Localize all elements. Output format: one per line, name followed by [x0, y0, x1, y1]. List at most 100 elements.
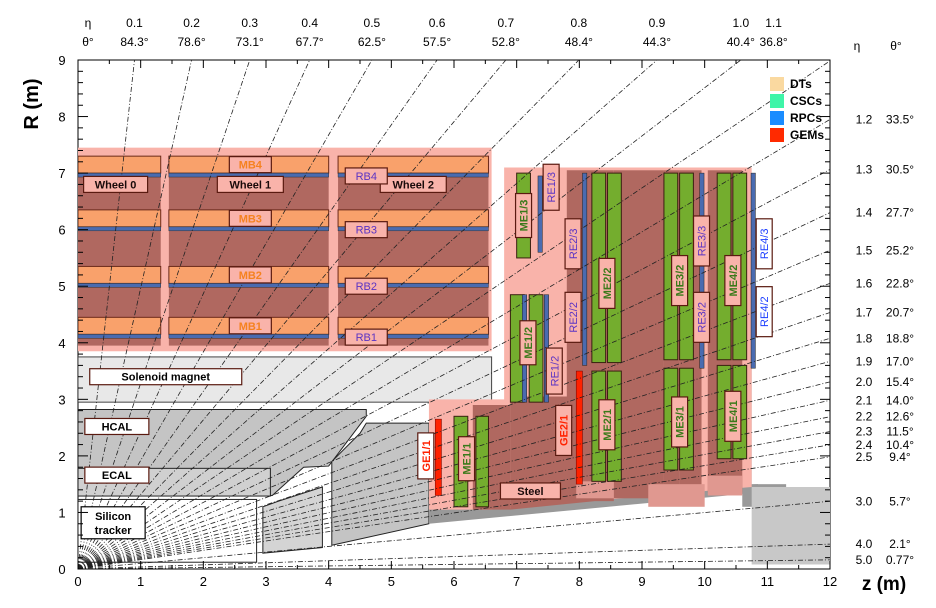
label-re-1-group: RE1/3 [542, 163, 560, 211]
label-re-5-box [692, 215, 711, 267]
x-tick-label: 1 [137, 574, 144, 589]
eta-top-value: 0.5 [364, 16, 381, 30]
theta-top-value: 84.3° [120, 35, 148, 49]
dt-chamber [78, 155, 162, 174]
barrel-steel-layer [78, 337, 161, 346]
eta-right-header: η [854, 39, 861, 53]
label-wheel-2-group: Wheel 2 [379, 175, 447, 194]
eta-line [78, 60, 438, 569]
label-me-2: ME1/3 [519, 200, 531, 232]
legend-swatch-gems [770, 128, 784, 142]
label-me-5: ME3/1 [675, 406, 687, 438]
label-rb4-group: RB4 [344, 167, 388, 185]
eta-right-value: 1.7 [856, 305, 873, 319]
theta-right-value: 27.7° [886, 206, 914, 220]
label-re-0: RE1/2 [549, 356, 561, 387]
rpc-strip [168, 283, 329, 288]
label-me-0-group: ME1/1 [457, 436, 476, 482]
eta-right-value: 2.5 [856, 450, 873, 464]
eta-line [78, 456, 830, 569]
x-tick-label: 7 [513, 574, 520, 589]
eta-right-value: 2.3 [856, 425, 873, 439]
label-re-6: RE4/2 [759, 296, 771, 327]
label-mb2-group: MB2 [228, 266, 272, 284]
x-tick-label: 6 [450, 574, 457, 589]
label-me-6-box [670, 254, 689, 307]
theta-right-value: 14.0° [886, 393, 914, 407]
legend-swatch-rpcs [770, 111, 784, 125]
legend-label-dts: DTs [790, 77, 812, 91]
eta-top-value: 0.7 [497, 16, 514, 30]
eta-right-value: 5.0 [856, 553, 873, 567]
theta-top-value: 36.8° [760, 35, 788, 49]
label-me-0: ME1/1 [462, 443, 474, 475]
rpc-strip [78, 283, 161, 288]
forward-calorimeter [751, 486, 830, 565]
x-axis-label: z (m) [862, 574, 906, 595]
theta-right-value: 33.5° [886, 112, 914, 126]
eta-line [78, 60, 580, 569]
label-mb2: MB2 [239, 270, 262, 282]
eta-line [78, 60, 251, 569]
label-ge11: GE1/1 [421, 440, 433, 471]
theta-right-value: 2.1° [889, 537, 911, 551]
y-tick-label: 2 [58, 449, 65, 464]
eta-top-value: 0.4 [301, 16, 318, 30]
label-me-4-box [598, 257, 616, 309]
label-me-2-box [514, 192, 533, 239]
label-rb4-box [344, 167, 388, 185]
eta-right-value: 1.8 [856, 331, 873, 345]
y-tick-label: 9 [58, 53, 65, 68]
rpc-strip [168, 334, 329, 339]
label-hcal-box [84, 417, 150, 436]
label-mb4: MB4 [239, 160, 263, 172]
eta-line [78, 60, 192, 569]
label-mb2-box [228, 266, 272, 284]
label-re-1-box [542, 163, 560, 211]
eta-line [78, 169, 830, 569]
x-tick-label: 12 [823, 574, 837, 589]
label-me-1-group: ME1/2 [519, 320, 537, 366]
label-hcal-group: HCAL [84, 417, 150, 436]
label-re-2: RE2/2 [568, 302, 580, 333]
eta-right-value: 1.9 [856, 354, 873, 368]
y-axis-label: R (m) [21, 78, 43, 129]
eta-line [78, 312, 830, 569]
gem-chamber [434, 418, 442, 496]
y-tick-label: 1 [58, 505, 65, 520]
label-mb1: MB1 [239, 321, 262, 333]
eta-line [78, 381, 830, 569]
theta-top-value: 40.4° [727, 35, 755, 49]
label-ecal-box [84, 466, 150, 484]
label-wheel-1-box [216, 175, 284, 194]
gem-chamber [575, 370, 583, 485]
label-mb1-box [228, 317, 272, 335]
label-tracker-box [80, 506, 146, 540]
label-solenoid-group: Solenoid magnet [89, 368, 243, 386]
x-tick-label: 11 [761, 574, 775, 589]
eta-line [78, 337, 830, 569]
eta-line [78, 60, 658, 569]
label-ge21-box [555, 404, 573, 457]
y-tick-label: 8 [58, 110, 65, 125]
eta-right-value: 1.4 [856, 206, 873, 220]
label-tracker-line2: tracker [95, 525, 132, 537]
label-rb1-box [344, 328, 388, 346]
rpc-strip [78, 334, 161, 339]
y-tick-label: 0 [58, 562, 65, 577]
theta-right-value: 11.5° [886, 425, 913, 439]
eta-right-value: 2.4 [856, 438, 873, 452]
x-tick-label: 8 [576, 574, 583, 589]
label-rb3-box [344, 221, 388, 239]
eta-top-value: 0.1 [126, 16, 143, 30]
label-re-0-box [545, 347, 563, 395]
dt-chamber [78, 316, 162, 335]
label-re-6-group: RE4/2 [755, 286, 773, 338]
label-ge21-group: GE2/1 [555, 404, 573, 457]
label-re-3-box [564, 218, 582, 270]
label-solenoid: Solenoid magnet [121, 372, 210, 384]
label-me-5-box [670, 396, 689, 448]
label-wheel-0-box [82, 175, 149, 194]
